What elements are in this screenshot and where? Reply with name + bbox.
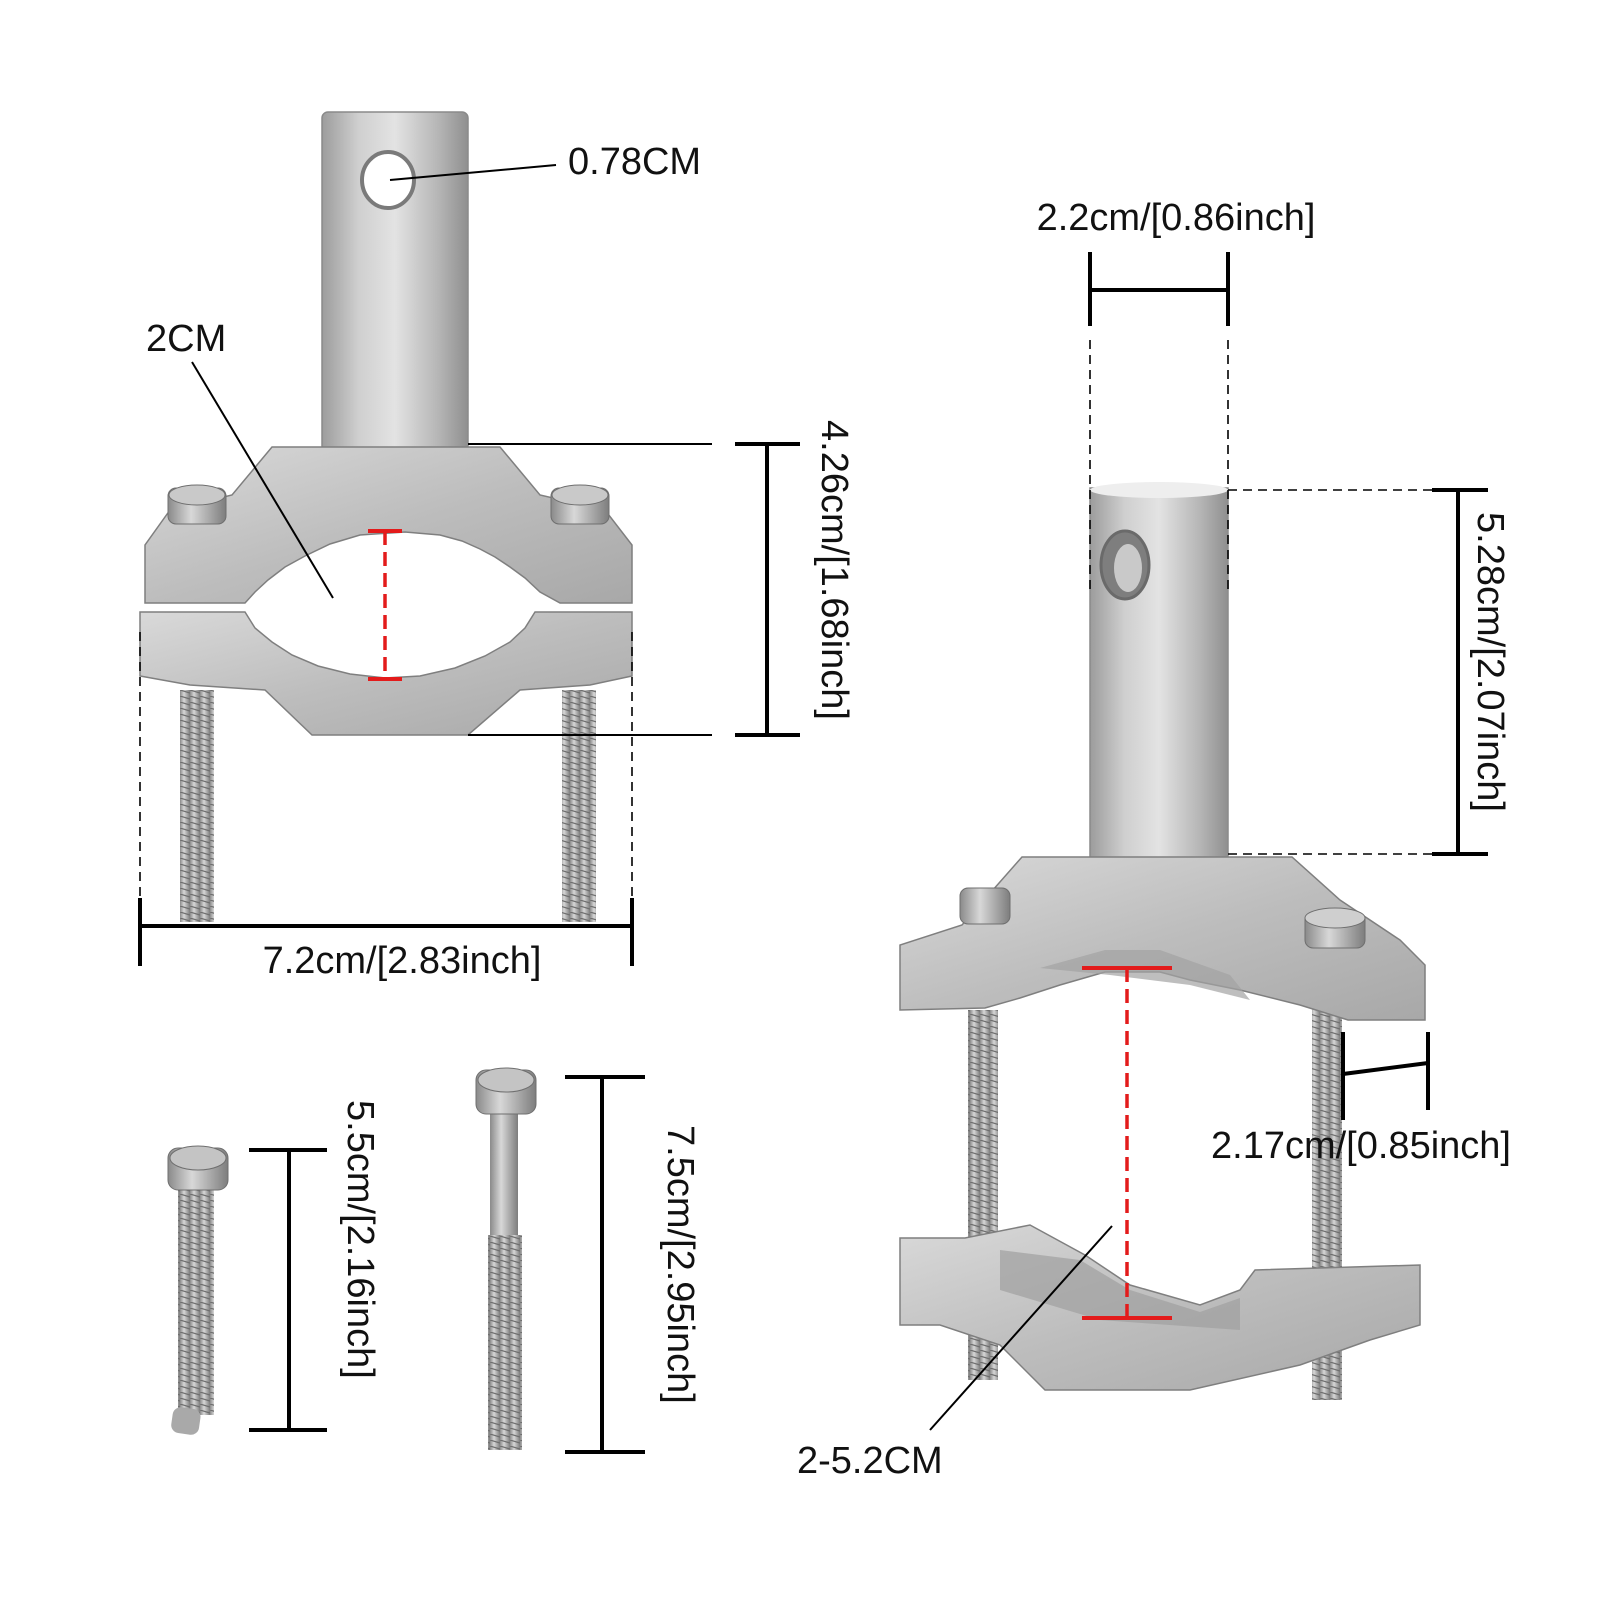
clamp-range-leader-line: [929, 1225, 1113, 1431]
side-right-screw-head: [1304, 907, 1366, 949]
short-bolt-length-label: 5.5cm/[2.16inch]: [339, 1100, 381, 1379]
hole-diameter-label: 0.78CM: [568, 141, 701, 183]
clamp-thickness-label: 2.17cm/[0.85inch]: [1211, 1125, 1511, 1167]
long-bolt-length-label: 7.5cm/[2.95inch]: [659, 1125, 701, 1404]
front-upper-clamp: [144, 446, 633, 604]
clamp-thickness-dimension: [1341, 1032, 1430, 1120]
clamp-width-dimension: [138, 632, 634, 966]
side-rod-top: [1090, 482, 1228, 498]
front-lower-clamp: [139, 611, 633, 736]
front-inner-diameter-marker: [368, 529, 402, 681]
side-clamp-range-marker: [1082, 966, 1172, 1320]
rod-diameter-side-dimension: [1088, 252, 1230, 590]
front-left-screw-head: [167, 484, 227, 525]
rod-height-label: 5.28cm/[2.07inch]: [1469, 512, 1511, 812]
long-bolt: [475, 1067, 537, 1450]
side-view: 2.2cm/[0.86inch] 5.28cm/[2.07inch] 2.17c…: [797, 197, 1511, 1482]
rod-diameter-front-label: 2CM: [146, 318, 226, 360]
rod-diameter-leader-line: [191, 361, 334, 599]
short-bolt: [167, 1145, 229, 1435]
front-rod-hole: [360, 150, 416, 210]
side-left-screw-head: [959, 887, 1011, 925]
short-bolt-length-dimension: [249, 1148, 327, 1432]
long-bolt-length-dimension: [565, 1075, 645, 1454]
clamp-width-label: 7.2cm/[2.83inch]: [263, 940, 542, 982]
rod-diameter-side-label: 2.2cm/[0.86inch]: [1037, 197, 1316, 239]
front-right-screw-head: [550, 484, 610, 525]
clamp-height-label: 4.26cm/[1.68inch]: [813, 420, 855, 720]
hole-leader-line: [389, 164, 557, 181]
clamp-range-label: 2-5.2CM: [797, 1440, 943, 1482]
front-right-thread-rod: [562, 690, 596, 922]
rod-height-dimension: [1228, 488, 1488, 856]
clamp-height-dimension: [468, 442, 800, 737]
front-left-thread-rod: [180, 690, 214, 922]
front-view: 0.78CM 2CM 4.26cm/[1.68inch] 7.2cm/[2.83…: [138, 111, 855, 982]
